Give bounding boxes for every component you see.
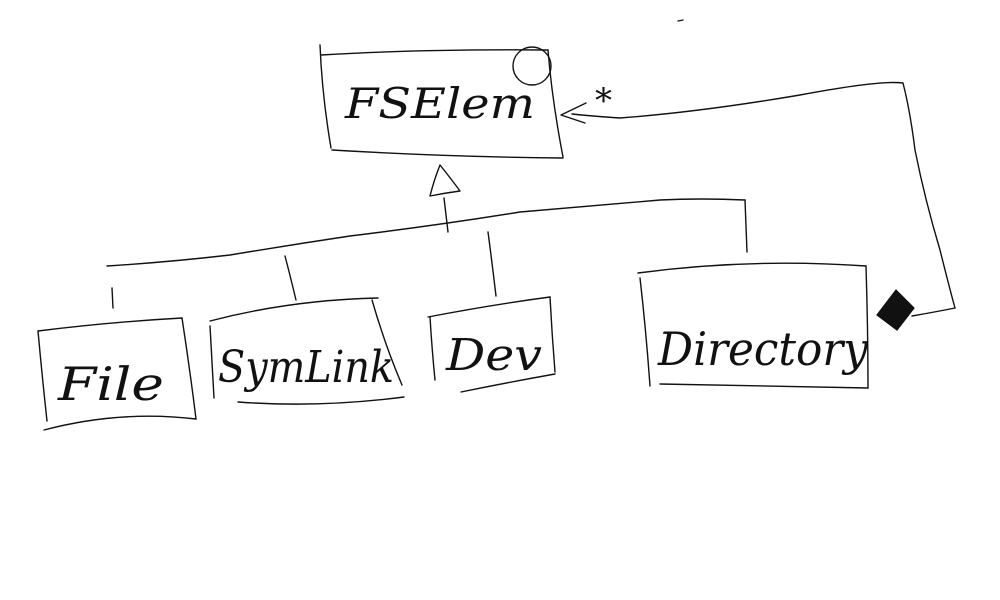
directory-class-box: Directory [637, 262, 915, 389]
symlink-box-bottom [237, 396, 405, 405]
inheritance-structure [106, 164, 748, 309]
association-directory-fselem: * [560, 81, 956, 317]
branch-file [111, 287, 114, 309]
branch-directory [744, 199, 748, 253]
symlink-box-right [371, 299, 403, 386]
symlink-box-left [209, 325, 215, 399]
fselem-box-left [319, 44, 332, 149]
fselem-label: FSElem [344, 79, 535, 128]
generalization-stem [443, 197, 449, 233]
fselem-box-bottom [331, 149, 564, 159]
directory-box-left [639, 277, 651, 387]
branch-symlink [284, 255, 297, 301]
symlink-class-box: SymLink [209, 297, 405, 405]
dev-class-box: Dev [427, 296, 556, 393]
composition-diamond [876, 289, 915, 331]
file-box-right [181, 317, 197, 420]
fselem-box-right [547, 49, 564, 158]
dev-label: Dev [445, 330, 542, 381]
directory-box-bottom [659, 383, 869, 389]
file-box-bottom [43, 415, 197, 431]
file-box-left [37, 330, 48, 422]
directory-label: Directory [657, 322, 869, 376]
directory-box-top [637, 262, 867, 274]
dev-box-top [427, 296, 551, 318]
fselem-box-top [320, 49, 549, 56]
association-arrowhead [560, 102, 587, 124]
association-tail [911, 307, 956, 317]
association-line [571, 81, 956, 309]
branch-dev [487, 231, 497, 297]
dev-box-left [429, 316, 436, 381]
file-box-top [37, 317, 183, 332]
symlink-box-top [209, 297, 379, 322]
file-class-box: File [37, 317, 197, 431]
fselem-class-box: FSElem [319, 44, 564, 159]
dev-box-right [549, 296, 556, 373]
directory-box-right [865, 265, 869, 389]
symlink-label: SymLink [218, 342, 394, 393]
inheritance-bar [106, 198, 746, 267]
stray-mark [677, 19, 684, 22]
generalization-triangle [429, 164, 461, 197]
dev-box-bottom [460, 373, 556, 393]
file-label: File [57, 357, 164, 411]
association-multiplicity: * [595, 81, 612, 121]
fselem-circle-mark [512, 46, 552, 86]
